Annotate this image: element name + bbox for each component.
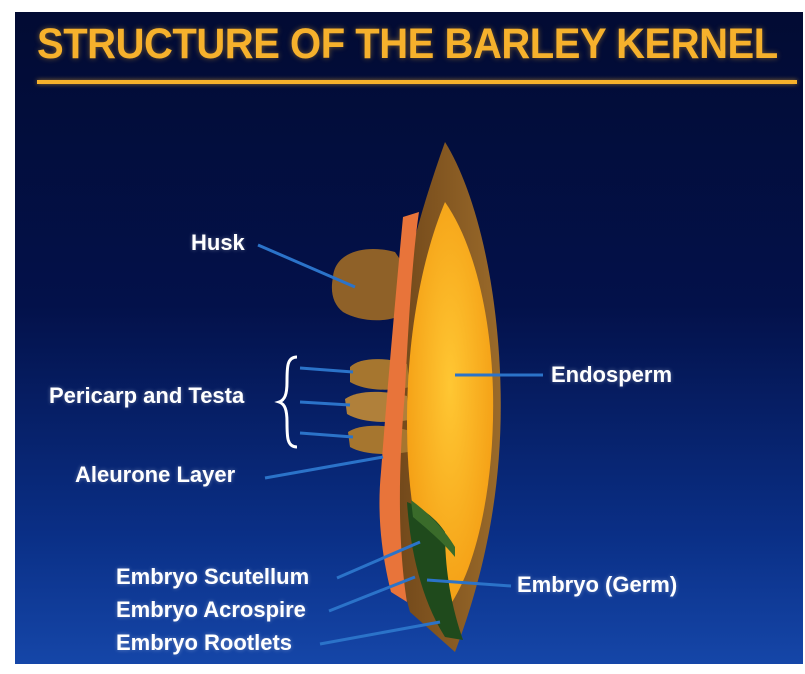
label-embryo-acrospire: Embryo Acrospire <box>116 597 306 623</box>
label-embryo-rootlets: Embryo Rootlets <box>116 630 292 656</box>
leader-pericarp-2 <box>300 402 350 405</box>
leader-aleurone <box>265 457 383 478</box>
label-endosperm: Endosperm <box>551 362 672 388</box>
leader-rootlets <box>320 622 440 644</box>
label-aleurone-layer: Aleurone Layer <box>75 462 235 488</box>
label-pericarp-testa: Pericarp and Testa <box>49 383 244 409</box>
slide-background: STRUCTURE OF THE BARLEY KERNEL <box>15 12 803 664</box>
label-embryo-germ: Embryo (Germ) <box>517 572 677 598</box>
leader-pericarp-3 <box>300 433 353 437</box>
label-embryo-scutellum: Embryo Scutellum <box>116 564 309 590</box>
leader-pericarp-1 <box>300 368 353 372</box>
label-husk: Husk <box>191 230 245 256</box>
pericarp-brace <box>279 357 297 447</box>
